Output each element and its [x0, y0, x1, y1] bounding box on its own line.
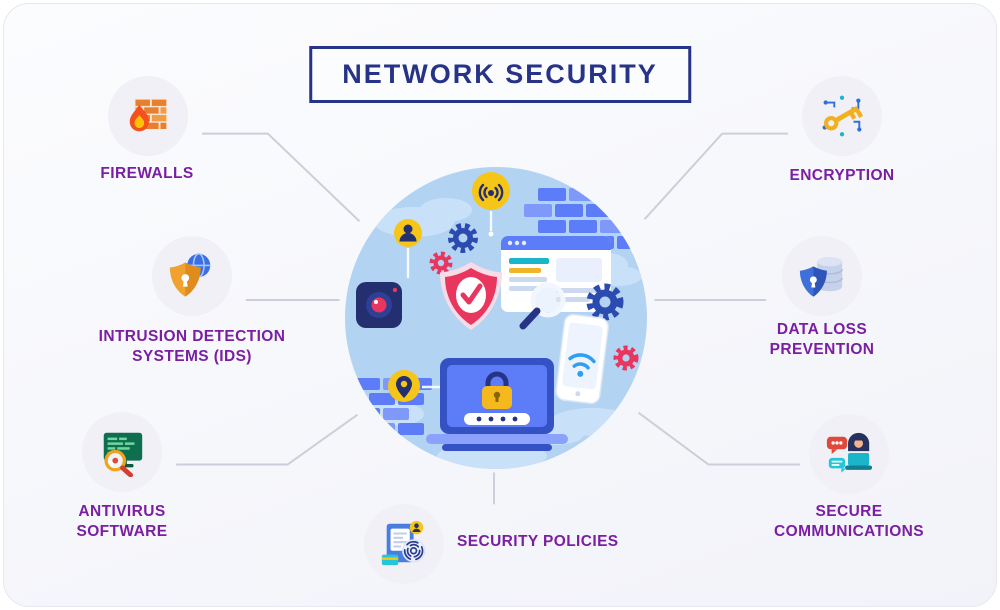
central-illustration	[342, 164, 650, 472]
data-loss-prevention-label: DATA LOSS PREVENTION	[769, 321, 875, 358]
infographic-canvas: NETWORK SECURITY	[3, 3, 997, 607]
code-scan-magnifier-icon	[103, 432, 143, 477]
user-badge-icon	[394, 219, 422, 247]
line-firewalls	[201, 132, 361, 222]
network-security-illustration-icon	[345, 167, 647, 469]
security-policies-label: SECURITY POLICIES	[457, 533, 619, 550]
firewalls-icon	[108, 76, 188, 156]
magnifier-icon	[519, 282, 566, 330]
globe-shield-icon	[169, 253, 211, 297]
secure-communications-icon	[809, 414, 889, 494]
intrusion-detection-icon	[152, 236, 232, 316]
shield-check-icon	[440, 262, 502, 330]
line-encryption	[643, 132, 789, 220]
page-title: NETWORK SECURITY	[309, 46, 691, 103]
encryption-label: ENCRYPTION	[789, 167, 895, 184]
line-secure-communications	[637, 411, 801, 466]
antivirus-icon	[82, 412, 162, 492]
smartphone-wifi-icon	[555, 313, 609, 405]
brick-wall-flame-icon	[129, 98, 168, 132]
antivirus-label: ANTIVIRUS SOFTWARE	[76, 503, 168, 540]
data-loss-prevention-icon	[782, 236, 862, 316]
hacker-chat-icon	[826, 432, 873, 473]
browser-window-icon	[501, 236, 611, 312]
database-shield-icon	[799, 256, 843, 297]
location-badge-icon	[388, 370, 420, 402]
intrusion-detection-label: INTRUSION DETECTION SYSTEMS (IDS)	[98, 328, 286, 365]
encryption-icon	[802, 76, 882, 156]
broadcast-badge-icon	[472, 172, 510, 210]
laptop-padlock-icon	[426, 358, 568, 451]
firewalls-label: FIREWALLS	[100, 165, 194, 182]
circuit-traces-icon	[406, 211, 493, 389]
gear-blue-icon	[448, 223, 478, 253]
gear-red-icon	[429, 251, 453, 275]
security-camera-icon	[356, 282, 402, 328]
fingerprint-document-icon	[381, 520, 426, 566]
gear-red-right-icon	[613, 345, 639, 371]
connector-lines	[176, 132, 801, 505]
circuit-key-icon	[822, 95, 864, 137]
line-antivirus	[176, 413, 359, 466]
gear-navy-large-icon	[586, 283, 624, 321]
secure-communications-label: SECURE COMMUNICATIONS	[774, 503, 924, 540]
security-policies-icon	[364, 504, 444, 584]
